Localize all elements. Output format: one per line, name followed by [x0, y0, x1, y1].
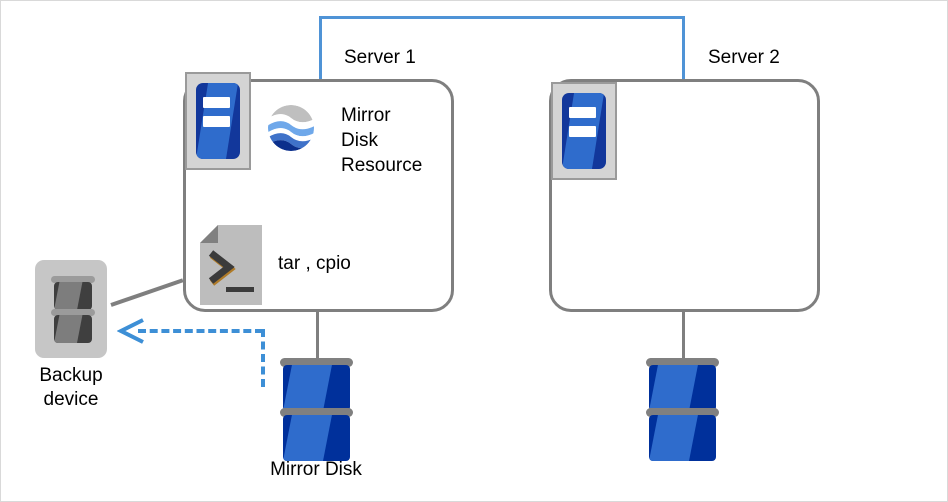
server-1-label: Server 1 [344, 47, 416, 68]
mirror-disk-resource-label-line-3: Resource [341, 155, 423, 176]
server-1-to-backup-device-line [110, 278, 184, 307]
server-2-icon [551, 82, 617, 180]
interconnect-right-drop [682, 16, 685, 79]
backup-device-disk-glyph [51, 276, 95, 343]
backup-flow-arrowhead [117, 318, 144, 344]
server-2-to-disk-line [682, 309, 685, 362]
globe-icon-svg [268, 105, 314, 151]
server-2-label: Server 2 [708, 47, 780, 68]
backup-flow-vertical [261, 329, 265, 387]
mirror-disk-label: Mirror Disk [270, 459, 362, 480]
mirror-disk-resource-label-line-2: Disk [341, 130, 378, 151]
server-tower-icon [196, 83, 240, 159]
interconnect-left-drop [319, 16, 322, 79]
server-1-icon [185, 72, 251, 170]
script-file-icon-svg [200, 225, 262, 305]
interconnect-top-line [319, 16, 685, 19]
server-1-to-disk-line [316, 309, 319, 362]
backup-device-icon [35, 260, 107, 358]
globe-icon [268, 105, 314, 151]
backup-device-label-line-2: device [43, 389, 99, 410]
server-2-disk-icon [646, 358, 719, 461]
script-file-icon [200, 225, 262, 310]
mirror-disk-resource-label-line-1: Mirror [341, 105, 391, 126]
mirror-disk-icon [280, 358, 353, 461]
server-tower-icon [562, 93, 606, 169]
backup-flow-horizontal [138, 329, 263, 333]
backup-device-label-line-1: Backup [39, 365, 103, 386]
tar-cpio-label: tar , cpio [278, 253, 351, 274]
